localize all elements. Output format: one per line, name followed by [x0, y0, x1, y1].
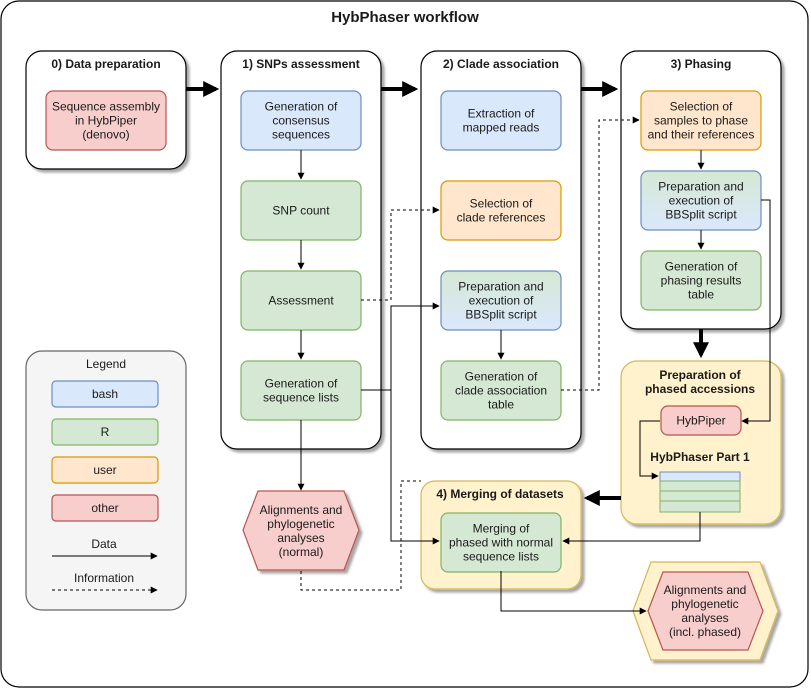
stage-phased-acc-title-1: Preparation of [659, 368, 741, 382]
arrow-seqlists-to-merge [361, 389, 440, 545]
legend-data-label: Data [91, 537, 117, 551]
node-bbsplit-phase-line-3: BBSplit script [665, 208, 737, 222]
node-clade-table-line-2: clade association [455, 384, 547, 398]
node-clade-refs-line-2: clade references [457, 211, 546, 225]
stage-phasing-title: 3) Phasing [671, 57, 732, 71]
node-select-samples-line-3: and their references [648, 128, 755, 142]
stage-snps-title: 1) SNPs assessment [242, 57, 359, 71]
node-consensus-line-1: Generation of [265, 100, 338, 114]
arrow-merge-to-align-phased [500, 571, 647, 615]
stage-phased-acc-title-2: phased accessions [645, 382, 755, 396]
node-seq-lists-line-1: Generation of [265, 377, 338, 391]
node-seq-assembly-line-3: (denovo) [82, 128, 129, 142]
legend-swatch-other [51, 494, 159, 522]
node-bbsplit-clade-line-2: execution of [469, 294, 534, 308]
align-phased-line-2: phylogenetic [671, 597, 738, 611]
big-arrows [186, 81, 709, 506]
node-clade-table-line-3: table [488, 398, 514, 412]
data-arrows [297, 150, 771, 615]
align-normal-hexagon [242, 490, 360, 571]
legend-swatch-user [51, 456, 159, 484]
align-phased-hexagon [647, 571, 764, 651]
node-merge-line-2: phased with normal [449, 536, 553, 550]
node-clade-refs [440, 180, 562, 241]
node-phasing-table-line-2: phasing results [661, 274, 742, 288]
node-consensus-line-2: consensus [272, 114, 329, 128]
arrow-bbsplit-phase-to-hybpiper [741, 199, 771, 425]
node-seq-assembly-line-2: in HybPiper [75, 114, 137, 128]
node-phasing-table-line-1: Generation of [665, 260, 738, 274]
arrow-table-to-merge [562, 512, 701, 545]
stage-prep-title: 0) Data preparation [51, 57, 160, 71]
legend-info-label: Information [74, 571, 134, 585]
legend-swatch-r [51, 418, 159, 446]
info-arrow-cladetable-to-select [561, 116, 640, 391]
node-bbsplit-clade-line-3: BBSplit script [465, 308, 537, 322]
align-phased-line-3: analyses [681, 611, 728, 625]
legend-label-r: R [101, 425, 110, 439]
node-snp-count-line-1: SNP count [272, 204, 330, 218]
node-bbsplit-phase-line-2: execution of [669, 194, 734, 208]
data-table-icon [659, 471, 741, 513]
legend-label-bash: bash [92, 387, 118, 401]
node-clade-refs-line-1: Selection of [470, 197, 533, 211]
node-select-samples-line-1: Selection of [670, 100, 733, 114]
node-hybpiper-line-1: HybPiper [676, 414, 725, 428]
node-assessment-line-1: Assessment [268, 294, 334, 308]
align-phased-line-1: Alignments and [664, 583, 747, 597]
stage-clade-title: 2) Clade association [443, 57, 559, 71]
node-phasing-table [640, 250, 762, 311]
node-hybpiper [660, 405, 742, 436]
diagram-title: HybPhaser workflow [331, 9, 479, 26]
align-normal-line-1: Alignments and [260, 503, 343, 517]
legend-swatch-bash [51, 380, 159, 408]
legend-label-user: user [93, 463, 116, 477]
legend-title: Legend [86, 357, 126, 371]
align-normal-line-4: (normal) [279, 545, 324, 559]
node-merge-line-1: Merging of [473, 522, 530, 536]
hybphaser-part1-label: HybPhaser Part 1 [650, 450, 750, 464]
node-select-samples-line-2: samples to phase [654, 114, 748, 128]
node-extraction [440, 90, 562, 151]
info-arrows [300, 116, 640, 591]
node-phasing-table-line-3: table [688, 288, 714, 302]
arrow-hybpiper-to-table [639, 420, 660, 480]
node-extraction-line-2: mapped reads [463, 121, 540, 135]
info-arrow-align-normal-to-merging [300, 480, 421, 591]
node-extraction-line-1: Extraction of [468, 107, 535, 121]
node-seq-assembly [45, 90, 167, 151]
info-arrow-assessment-to-clade-refs [361, 206, 440, 301]
node-consensus-line-3: sequences [272, 128, 330, 142]
node-seq-lists-line-2: sequence lists [263, 391, 339, 405]
node-merge-line-3: sequence lists [463, 550, 539, 564]
align-normal-line-3: analyses [277, 531, 324, 545]
node-bbsplit-clade-line-1: Preparation and [458, 280, 543, 294]
node-seq-assembly-line-1: Sequence assembly [52, 100, 160, 114]
legend-label-other: other [91, 501, 118, 515]
align-normal-line-2: phylogenetic [267, 517, 334, 531]
stage-merging-title: 4) Merging of datasets [436, 487, 564, 501]
align-phased-line-4: (incl. phased) [669, 625, 741, 639]
node-bbsplit-phase-line-1: Preparation and [658, 180, 743, 194]
node-clade-table-line-1: Generation of [465, 370, 538, 384]
